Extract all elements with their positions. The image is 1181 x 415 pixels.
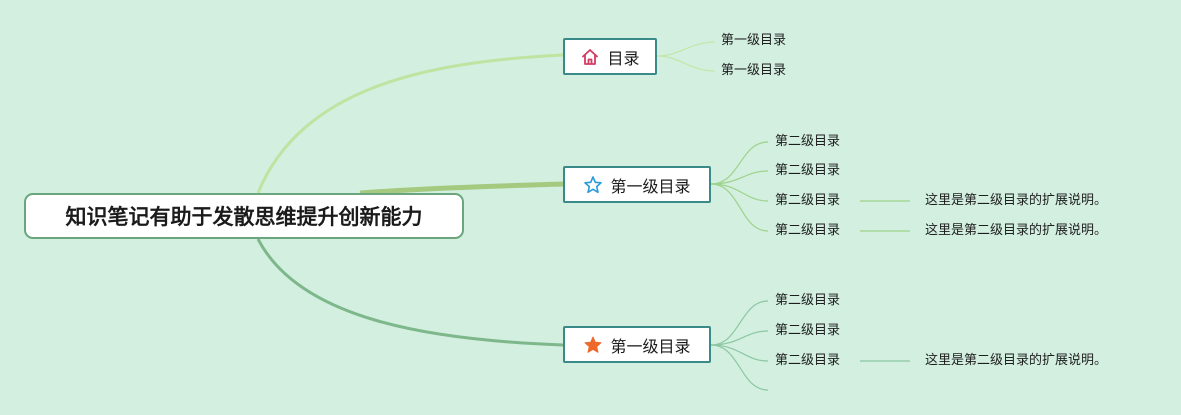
subtopic-3-3[interactable]: 第二级目录 <box>775 353 841 368</box>
root-topic-label: 知识笔记有助于发散思维提升创新能力 <box>65 205 423 229</box>
branch3-child3-connector <box>710 344 769 362</box>
root-branch3-connector <box>256 238 564 347</box>
root-branch1-connector <box>256 53 564 194</box>
branch2-child3-connector <box>710 183 769 202</box>
branch2-child1-connector <box>710 141 769 185</box>
subtopic-2-3[interactable]: 第二级目录 <box>775 193 841 208</box>
branch-topic-1[interactable]: 目录 <box>563 38 657 75</box>
subtopic-2-1[interactable]: 第二级目录 <box>775 134 841 149</box>
root-topic[interactable]: 知识笔记有助于发散思维提升创新能力 <box>24 193 464 239</box>
branch3-child4-connector <box>710 344 769 391</box>
subtopic-2-2[interactable]: 第二级目录 <box>775 163 841 178</box>
root-branch2-connector <box>359 181 564 196</box>
branch-topic-2[interactable]: 第一级目录 <box>563 166 711 203</box>
home-icon <box>580 47 600 67</box>
subtopic-1-2[interactable]: 第一级目录 <box>721 63 787 78</box>
branch3-child2-connector <box>710 330 769 346</box>
branch-topic-2-label: 第一级目录 <box>610 176 691 196</box>
subtopic-2-3-note[interactable]: 这里是第二级目录的扩展说明。 <box>925 193 1108 208</box>
subtopic-2-4-note[interactable]: 这里是第二级目录的扩展说明。 <box>925 223 1108 238</box>
subtopic-2-4[interactable]: 第二级目录 <box>775 223 841 238</box>
branch1-child2-connector <box>656 55 716 72</box>
branch-topic-3-label: 第一级目录 <box>610 336 691 356</box>
subtopic-3-2[interactable]: 第二级目录 <box>775 323 841 338</box>
branch2-child4-connector <box>710 183 769 232</box>
branch2-child2-connector <box>710 170 769 185</box>
subtopic-3-1[interactable]: 第二级目录 <box>775 293 841 308</box>
star-outline-icon <box>583 175 603 195</box>
branch-topic-1-label: 目录 <box>607 48 640 68</box>
branch1-child1-connector <box>656 41 716 57</box>
star-filled-icon <box>583 335 603 355</box>
subtopic-3-3-note[interactable]: 这里是第二级目录的扩展说明。 <box>925 353 1108 368</box>
branch-topic-3[interactable]: 第一级目录 <box>563 326 711 363</box>
branch3-child1-connector <box>710 300 769 346</box>
subtopic-1-1[interactable]: 第一级目录 <box>721 33 787 48</box>
